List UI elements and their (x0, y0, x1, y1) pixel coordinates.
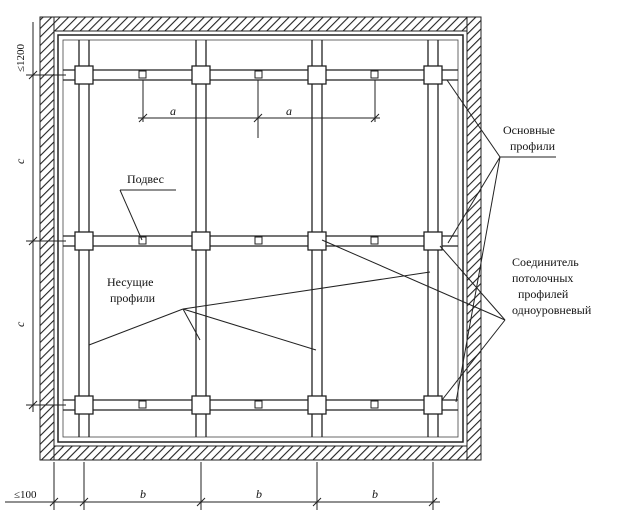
dim-c-upper: c (13, 158, 27, 164)
label-main-profiles-1: Основные (503, 123, 555, 137)
wall-top (39, 16, 482, 32)
dim-b-2: b (256, 487, 262, 501)
label-connector-3: профилей (518, 287, 569, 301)
connector (307, 395, 327, 415)
connector (74, 395, 94, 415)
dim-le100: ≤100 (14, 489, 37, 501)
label-main-profiles-2: профили (510, 139, 556, 153)
label-bearing-profiles-2: профили (110, 291, 156, 305)
bearing-profile-h2 (63, 235, 458, 247)
perimeter-profile-inner (62, 39, 459, 438)
dim-b-3: b (372, 487, 378, 501)
connector (423, 231, 443, 251)
connector (307, 65, 327, 85)
connector (423, 395, 443, 415)
walls (39, 16, 482, 461)
label-connector-1: Соединитель (512, 255, 579, 269)
label-connector-2: потолочных (512, 271, 573, 285)
connector (191, 395, 211, 415)
hanger (254, 236, 263, 245)
dimension-a (138, 80, 380, 138)
dim-a-2: a (286, 104, 292, 118)
connector (423, 65, 443, 85)
connector (74, 65, 94, 85)
hangers (138, 70, 379, 409)
connectors (74, 65, 443, 415)
annotation-main-profiles: Основные профили (503, 123, 556, 153)
label-connector-4: одноуровневый (512, 303, 592, 317)
hanger (138, 236, 147, 245)
hanger (254, 70, 263, 79)
connector (191, 231, 211, 251)
dim-c-lower: c (13, 321, 27, 327)
hanger (370, 400, 379, 409)
connector (307, 231, 327, 251)
hanger (254, 400, 263, 409)
wall-right (466, 16, 482, 461)
dim-a-1: a (170, 104, 176, 118)
dim-b-1: b (140, 487, 146, 501)
bearing-profiles-horizontal (63, 69, 458, 411)
dimension-left (26, 22, 66, 412)
bearing-profile-h1 (63, 69, 458, 81)
label-hanger: Подвес (127, 172, 164, 186)
leader-lines (88, 79, 556, 403)
perimeter-profile (57, 34, 464, 443)
connector (191, 65, 211, 85)
annotation-connector: Соединитель потолочных профилей одноуров… (512, 255, 592, 317)
hanger (370, 236, 379, 245)
hanger (370, 70, 379, 79)
hanger (138, 400, 147, 409)
label-bearing-profiles-1: Несущие (107, 275, 153, 289)
hanger (138, 70, 147, 79)
dimension-bottom (5, 462, 440, 510)
dim-le1200: ≤1200 (15, 43, 27, 72)
wall-bottom (39, 445, 482, 461)
wall-left (39, 16, 55, 461)
annotation-bearing-profiles: Несущие профили (107, 275, 156, 305)
connector (74, 231, 94, 251)
bearing-profile-h3 (63, 399, 458, 411)
